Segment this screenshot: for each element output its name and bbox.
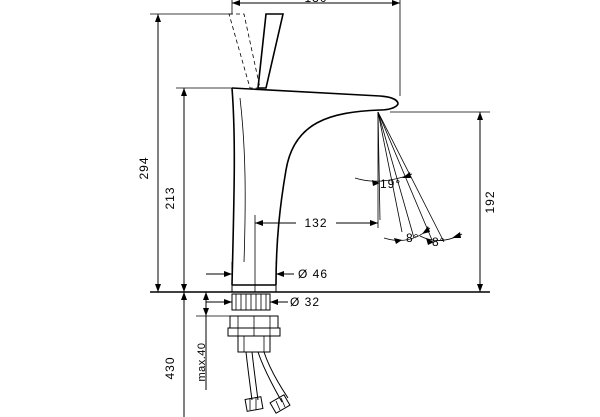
dimension-hose-length: 430 [163,292,187,417]
label-shank-diameter: Ø 32 [290,295,320,309]
label-base-diameter: Ø 46 [298,267,328,281]
label-spray-angle: 19° [380,177,401,191]
dimension-spout-reach: 132 [254,112,379,292]
label-overall-height: 294 [137,156,151,179]
label-spout-height: 192 [483,190,497,213]
label-spray-angle-b: 8° [432,235,445,249]
dimension-base-diameter: Ø 46 [206,267,328,281]
label-body-height: 213 [163,186,177,209]
label-hose-length: 430 [163,356,177,379]
lever-handle [228,13,285,89]
label-top-width: 130 [304,0,327,5]
dimension-spray-angle: 19° [354,172,413,191]
dimension-overall-height: 294 [137,13,232,292]
label-max-deck-thickness: max.40 [196,342,208,381]
label-spout-reach: 132 [304,216,327,230]
label-spray-angle-a: 8° [406,231,419,245]
dimension-spout-height: 192 [390,111,497,292]
supply-hoses [244,351,291,414]
dimension-spray-angle-a: 8° [383,226,431,245]
dimension-spray-angle-b: 8° [419,232,463,249]
dimension-body-height: 213 [163,87,232,292]
dimension-top-width: 130 [231,0,401,96]
faucet-body [231,87,399,292]
dimension-max-deck-thickness: max.40 [196,292,230,390]
dimension-shank-diameter: Ø 32 [206,295,320,309]
